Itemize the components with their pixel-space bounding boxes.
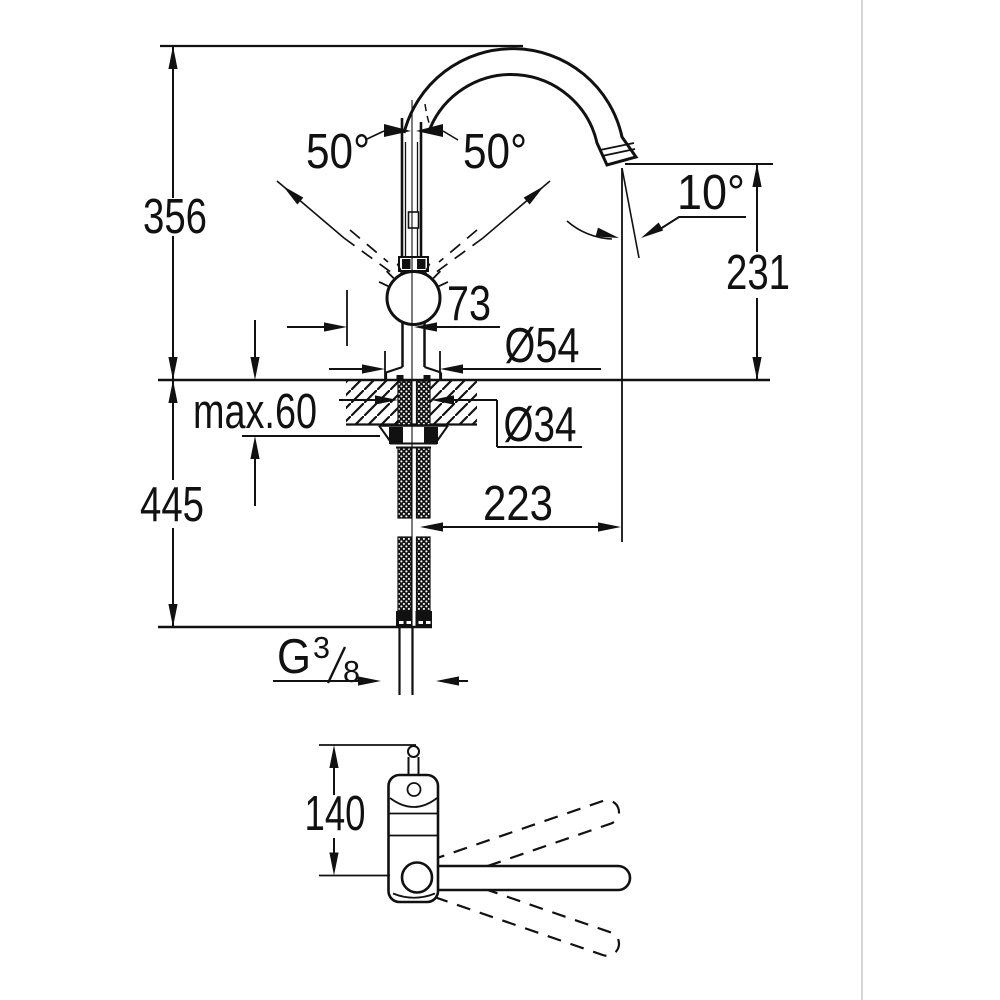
top-view-handle-pivot	[400, 861, 434, 894]
dim-label-223: 223	[483, 477, 553, 531]
top-view-ghost-handle-down	[430, 872, 621, 957]
dim-label-dia34: Ø34	[504, 398, 577, 452]
dim-label-356: 356	[143, 190, 207, 244]
dim-shank-diameter-34: Ø34	[339, 395, 582, 452]
top-view-spout-outlet	[407, 745, 420, 776]
handle-swivel-ghost-right	[434, 180, 551, 274]
dim-label-140: 140	[305, 787, 366, 841]
dim-deck-max60: max.60	[193, 320, 380, 506]
thread-label-denominator: 8	[343, 654, 360, 689]
dim-outlet-height-231: 231	[625, 163, 790, 380]
top-view-handle	[402, 864, 632, 892]
lever-handle	[398, 118, 429, 275]
dim-handle-length-140: 140	[305, 744, 416, 877]
supply-hoses	[396, 447, 432, 626]
aerator-band	[599, 142, 636, 157]
dim-height-356: 356	[143, 44, 523, 380]
dim-swivel-angle-50: 50° 50°	[306, 124, 527, 179]
dim-label-50deg-right: 50°	[463, 125, 527, 179]
top-view-ghost-handle-up	[430, 799, 621, 884]
dim-spout-reach-223: 223	[420, 168, 623, 542]
handle-swivel-ghost-left	[276, 180, 393, 274]
dim-handle-projection-73: 73	[287, 277, 500, 346]
dim-height-445: 445	[140, 380, 204, 627]
thread-label-numerator: 3	[313, 630, 330, 665]
dim-label-10deg: 10°	[677, 166, 745, 220]
dim-label-73: 73	[447, 277, 491, 331]
thread-label-g: G	[277, 630, 311, 684]
dim-label-max60: max.60	[193, 385, 317, 439]
mounting-nut	[378, 424, 449, 449]
threaded-shank	[397, 380, 431, 426]
dim-label-dia54: Ø54	[505, 319, 580, 373]
dim-label-445: 445	[140, 478, 204, 532]
ball-joint	[378, 263, 449, 326]
dim-label-50deg-left: 50°	[306, 125, 370, 179]
spout	[402, 47, 639, 167]
thread-fraction-slash	[326, 646, 347, 684]
dim-label-231: 231	[726, 246, 790, 300]
dim-thread-g38: G 3 8	[273, 630, 468, 689]
top-view-body	[387, 773, 440, 904]
dim-outlet-angle-10: 10°	[566, 166, 746, 259]
dim-base-diameter-54: Ø54	[329, 319, 601, 379]
countertop-section	[158, 378, 770, 426]
